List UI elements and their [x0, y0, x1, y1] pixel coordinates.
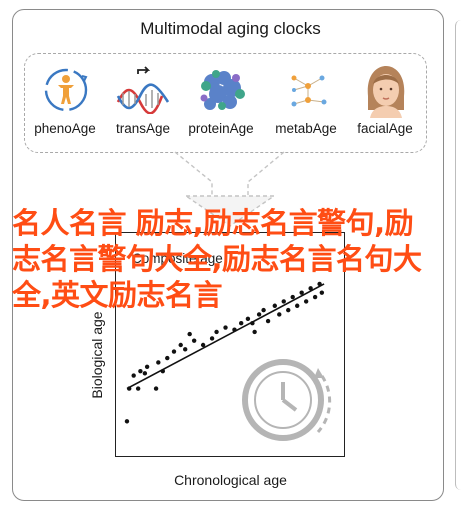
scatter-point — [138, 368, 143, 374]
scatter-point — [239, 321, 244, 326]
scatter-point — [171, 349, 177, 354]
scatter-point — [272, 303, 277, 308]
y-axis-label: Biological age — [89, 311, 105, 399]
scatter-point — [286, 307, 291, 313]
scatter-point — [245, 316, 251, 322]
scatter-point — [124, 419, 130, 424]
scatter-point — [319, 290, 325, 295]
panel-title: Multimodal aging clocks — [140, 19, 321, 38]
scatter-point — [183, 347, 188, 352]
scatter-point — [209, 336, 215, 341]
scatter-point — [135, 386, 141, 391]
scatter-point — [131, 373, 136, 378]
scatter-point — [165, 355, 170, 361]
body-scan-icon — [44, 68, 88, 112]
clock-label-transage: transAge — [115, 121, 171, 136]
scatter-point — [142, 371, 148, 376]
scatter-point — [214, 329, 219, 335]
clock-label-metabage: metabAge — [275, 121, 337, 136]
clock-label-facialage: facialAge — [357, 121, 413, 136]
stopwatch-icon — [242, 359, 332, 441]
scatter-point — [187, 331, 192, 337]
scatter-point — [223, 325, 228, 330]
scatter-point — [252, 329, 257, 335]
face-icon — [367, 66, 405, 118]
clock-label-phenoage: phenoAge — [34, 121, 96, 136]
metabolite-network-icon — [291, 75, 327, 107]
scatter-point — [295, 303, 300, 308]
clock-label-proteinage: proteinAge — [188, 121, 254, 136]
adjacent-panel-edge — [455, 20, 461, 490]
scatter-point — [178, 342, 183, 348]
scatter-point — [277, 312, 282, 317]
scatter-point — [299, 290, 304, 295]
scatter-point — [290, 294, 295, 300]
scatter-point — [153, 386, 159, 391]
dna-transcript-icon — [116, 66, 170, 114]
scatter-point — [303, 299, 309, 304]
scatter-point — [156, 360, 161, 365]
scatter-point — [144, 364, 150, 369]
scatter-point — [265, 318, 271, 324]
protein-structure-icon — [200, 70, 245, 110]
scatter-point — [191, 338, 197, 343]
scatter-point — [312, 294, 318, 300]
regression-line — [126, 283, 325, 390]
plot-frame — [115, 232, 345, 457]
scatter-point — [200, 342, 206, 348]
scatter-point — [261, 307, 266, 313]
x-axis-label: Chronological age — [174, 472, 287, 488]
scatter-point — [256, 312, 262, 317]
composite-age-label: Composite age — [132, 251, 223, 266]
scatter-point — [308, 286, 313, 291]
scatter-point — [281, 299, 286, 304]
clocks-group-box — [24, 53, 427, 153]
